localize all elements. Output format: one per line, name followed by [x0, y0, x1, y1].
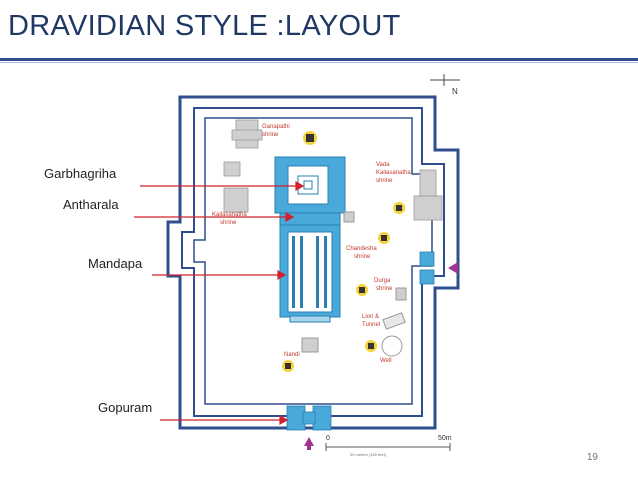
deity-icon-durga [356, 284, 368, 296]
lion-tunnel-label: Lion &Tunnel [362, 314, 380, 328]
outer-wall [166, 95, 460, 430]
slide-title: DRAVIDIAN STYLE :LAYOUT [8, 10, 401, 42]
inner-wall [193, 117, 433, 405]
eastern-gopuram [419, 251, 435, 285]
middle-wall [181, 107, 445, 417]
deity-icon-well [365, 340, 377, 352]
scale-end: 50m [438, 435, 452, 442]
garbhagriha-inner [287, 165, 329, 205]
title-underline [0, 58, 638, 61]
compound-walls [166, 95, 460, 430]
small-shrine-left [223, 161, 249, 213]
mandapa-label: Mandapa [88, 256, 143, 271]
north-arrow-icon [430, 74, 460, 86]
scale-subtext: 50 meters (165 feet) [350, 452, 387, 457]
well-icon [381, 335, 403, 357]
scale-bar [325, 443, 451, 451]
nandi-label: Nandi [284, 352, 300, 358]
ganapathi-shrine [231, 119, 263, 149]
scale-zero: 0 [326, 435, 330, 442]
deity-icon-nandi [282, 360, 294, 372]
main-gopuram [286, 405, 332, 431]
north-label: N [452, 87, 458, 96]
deity-icon-chandesha [378, 232, 390, 244]
east-entry-arrow-icon [448, 262, 458, 274]
mandapa-pillars [292, 236, 327, 308]
west-entry-arrow-icon [304, 437, 314, 446]
deity-icon-ganapathi [303, 131, 317, 145]
label-arrows [134, 180, 305, 426]
page-number: 19 [586, 452, 598, 463]
vada-kailasanatha-shrine [413, 169, 443, 221]
deity-icon-vada [393, 202, 405, 214]
antharala-label: Antharala [63, 197, 119, 212]
title-underline-light [0, 62, 638, 63]
nandi-mandapa [301, 337, 319, 353]
well-label: Well [380, 358, 392, 364]
garbhagriha-label: Garbhagriha [44, 166, 117, 181]
gopuram-label: Gopuram [98, 400, 153, 415]
